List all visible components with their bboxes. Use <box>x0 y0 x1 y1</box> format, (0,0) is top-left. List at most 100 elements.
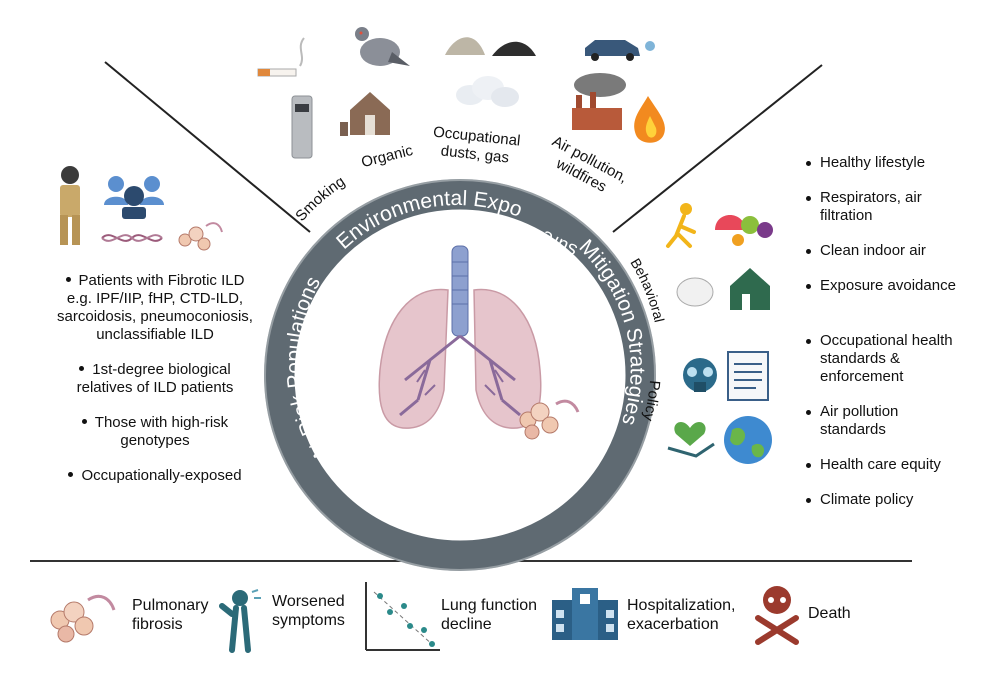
list-text: Patients with Fibrotic ILD <box>78 272 245 289</box>
lungs-icon <box>378 245 542 429</box>
outcome-death: Death <box>808 604 851 623</box>
list-text: unclassifiable ILD <box>96 326 214 343</box>
label-smoking: Smoking <box>292 173 348 225</box>
list-line: Air pollution <box>820 403 996 421</box>
coughing-person-icon <box>219 589 261 653</box>
list-line: sarcoidosis, pneumoconiosis, <box>24 308 286 326</box>
bullet-dot <box>68 471 74 477</box>
outcome-text: exacerbation <box>627 616 719 633</box>
gas-cloud-icon <box>456 76 519 107</box>
outcome-text: Worsened <box>272 593 345 610</box>
behavioral-item: Healthy lifestyle <box>806 154 996 172</box>
label-policy: Policy <box>639 380 663 424</box>
list-line: Healthy lifestyle <box>820 154 996 172</box>
skull-crossbones-icon <box>755 586 799 645</box>
list-text: Clean indoor air <box>820 242 926 259</box>
list-line: genotypes <box>24 432 286 450</box>
list-text: Exposure avoidance <box>820 277 956 294</box>
list-line: Occupational health <box>820 332 996 350</box>
list-text: enforcement <box>820 368 904 385</box>
list-line: unclassifiable ILD <box>24 326 286 344</box>
divider-left <box>104 61 311 233</box>
vape-icon <box>291 95 313 159</box>
firefighter-icon <box>60 166 80 245</box>
list-line: filtration <box>820 207 996 225</box>
list-line: e.g. IPF/IIP, fHP, CTD-ILD, <box>24 290 286 308</box>
bullet-dot <box>806 410 811 415</box>
factory-icon <box>572 73 626 130</box>
lung-tissue-icon <box>50 594 116 643</box>
pigeon-icon <box>355 27 410 66</box>
list-line: Exposure avoidance <box>820 277 996 295</box>
bullet-dot <box>806 339 811 344</box>
outcome-text: Pulmonary <box>132 597 209 614</box>
list-text: Climate policy <box>820 491 914 508</box>
policy-item: Health care equity <box>806 456 996 474</box>
heart-hand-icon <box>667 421 715 458</box>
list-text: Those with high-risk <box>94 414 229 431</box>
bullet-dot <box>79 365 85 371</box>
inner-circle <box>295 210 625 540</box>
list-text: Healthy lifestyle <box>820 154 926 171</box>
list-text: filtration <box>820 207 873 224</box>
list-text: Health care equity <box>820 456 941 473</box>
outcome-text: Lung function <box>441 597 538 614</box>
list-text: Respirators, air <box>820 189 922 206</box>
list-line: Clean indoor air <box>820 242 996 260</box>
list-text: sarcoidosis, pneumoconiosis, <box>57 308 253 325</box>
outcome-text: Death <box>808 605 851 622</box>
bullet-dot <box>806 463 811 468</box>
list-line: Occupationally-exposed <box>24 467 286 485</box>
fire-icon <box>634 96 665 143</box>
list-text: 1st-degree biological <box>92 361 231 378</box>
gas-mask-icon <box>683 358 717 392</box>
list-text: standards <box>820 421 886 438</box>
mask-respirator-icon <box>676 277 714 307</box>
bullet-dot <box>806 161 811 166</box>
outcome-lung-function-decline: Lung function decline <box>441 596 537 634</box>
at-risk-item: Occupationally-exposed <box>24 467 286 485</box>
list-line: standards & <box>820 350 996 368</box>
alveoli-small-icon <box>178 222 223 251</box>
outcome-hospitalization: Hospitalization, exacerbation <box>627 596 736 634</box>
bullet-dot <box>806 498 811 503</box>
bullet-dot <box>806 284 811 289</box>
barn-icon <box>340 92 390 136</box>
list-line: Climate policy <box>820 491 996 509</box>
outcome-text: Hospitalization, <box>627 597 736 614</box>
cigarette-icon <box>257 37 305 77</box>
outcome-text: decline <box>441 616 492 633</box>
alveoli-icon <box>519 399 580 440</box>
list-text: Air pollution <box>820 403 899 420</box>
bullet-dot <box>81 418 87 424</box>
list-text: e.g. IPF/IIP, fHP, CTD-ILD, <box>66 290 244 307</box>
family-group-icon <box>104 176 164 219</box>
outcome-text: symptoms <box>272 612 345 629</box>
list-text: genotypes <box>120 432 190 449</box>
runner-icon <box>666 203 696 248</box>
car-icon <box>585 40 655 61</box>
document-icon <box>727 351 769 401</box>
house-icon <box>730 268 770 310</box>
dust-piles-icon <box>445 37 536 56</box>
list-text: relatives of ILD patients <box>76 379 234 396</box>
bullet-dot <box>806 196 811 201</box>
list-line: Those with high-risk <box>24 414 286 432</box>
list-line: standards <box>820 421 996 439</box>
behavioral-item: Clean indoor air <box>806 242 996 260</box>
list-text: Occupationally-exposed <box>81 467 242 484</box>
list-line: Respirators, air <box>820 189 996 207</box>
fruits-vegetables-icon <box>715 215 773 246</box>
hospital-icon <box>552 588 618 640</box>
list-line: Patients with Fibrotic ILD <box>24 272 286 290</box>
list-line: relatives of ILD patients <box>24 379 286 397</box>
